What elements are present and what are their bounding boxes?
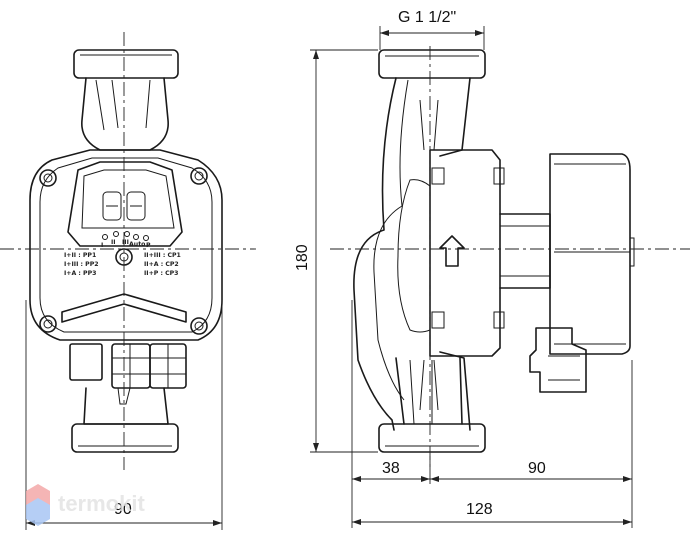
speed-label-right-1: II+III : CP1 — [144, 252, 181, 259]
side-total-label: 128 — [466, 501, 493, 518]
front-housing — [29, 149, 223, 341]
front-bolts — [39, 167, 208, 335]
control-panel-face — [67, 161, 183, 247]
side-left-offset-label: 38 — [382, 460, 400, 477]
side-stator — [499, 213, 551, 289]
speed-label-right-2: II+A : CP2 — [144, 261, 179, 268]
height-label: 180 — [294, 244, 311, 271]
mode-label-3: III — [122, 239, 129, 246]
mode-label-1: I — [101, 242, 103, 249]
speed-label-left-3: I+A : PP3 — [64, 270, 96, 277]
front-neck — [81, 77, 169, 151]
mode-indicators: I II III Auto P — [101, 231, 151, 249]
side-electronics-box — [549, 153, 631, 355]
speed-label-table: I+II : PP1 I+III : PP2 I+A : PP3 II+III … — [64, 252, 181, 277]
speed-label-right-3: II+P : CP3 — [144, 270, 179, 277]
front-lower-neck — [83, 387, 169, 425]
front-connector-left — [111, 343, 151, 389]
thread-size-label: G 1 1/2" — [398, 9, 456, 26]
mode-label-auto: Auto — [129, 241, 145, 248]
mode-label-p: P — [146, 242, 151, 249]
mode-label-2: II — [111, 239, 116, 246]
side-bottom-flange — [378, 423, 486, 453]
side-pump-body — [429, 149, 501, 357]
front-cable-gland — [69, 343, 103, 381]
flow-direction-arrow — [439, 235, 465, 267]
side-view: G 1 1/2" — [294, 9, 690, 528]
front-bottom-flange — [71, 423, 179, 453]
side-volute-outline — [353, 77, 397, 431]
watermark: termokit — [26, 484, 145, 526]
side-right-offset-label: 90 — [528, 460, 546, 477]
speed-label-left-1: I+II : PP1 — [64, 252, 96, 259]
side-top-flange — [378, 49, 486, 79]
watermark-text: termokit — [58, 491, 145, 516]
front-view: I II III Auto P I+II : PP1 I+III : PP2 I… — [0, 32, 256, 530]
front-top-flange — [73, 49, 179, 79]
seven-segment-display — [102, 191, 146, 221]
speed-label-left-2: I+III : PP2 — [64, 261, 99, 268]
side-cable-connector — [529, 327, 587, 393]
watermark-logo-icon — [26, 484, 50, 526]
front-width-label: 90 — [114, 501, 132, 518]
